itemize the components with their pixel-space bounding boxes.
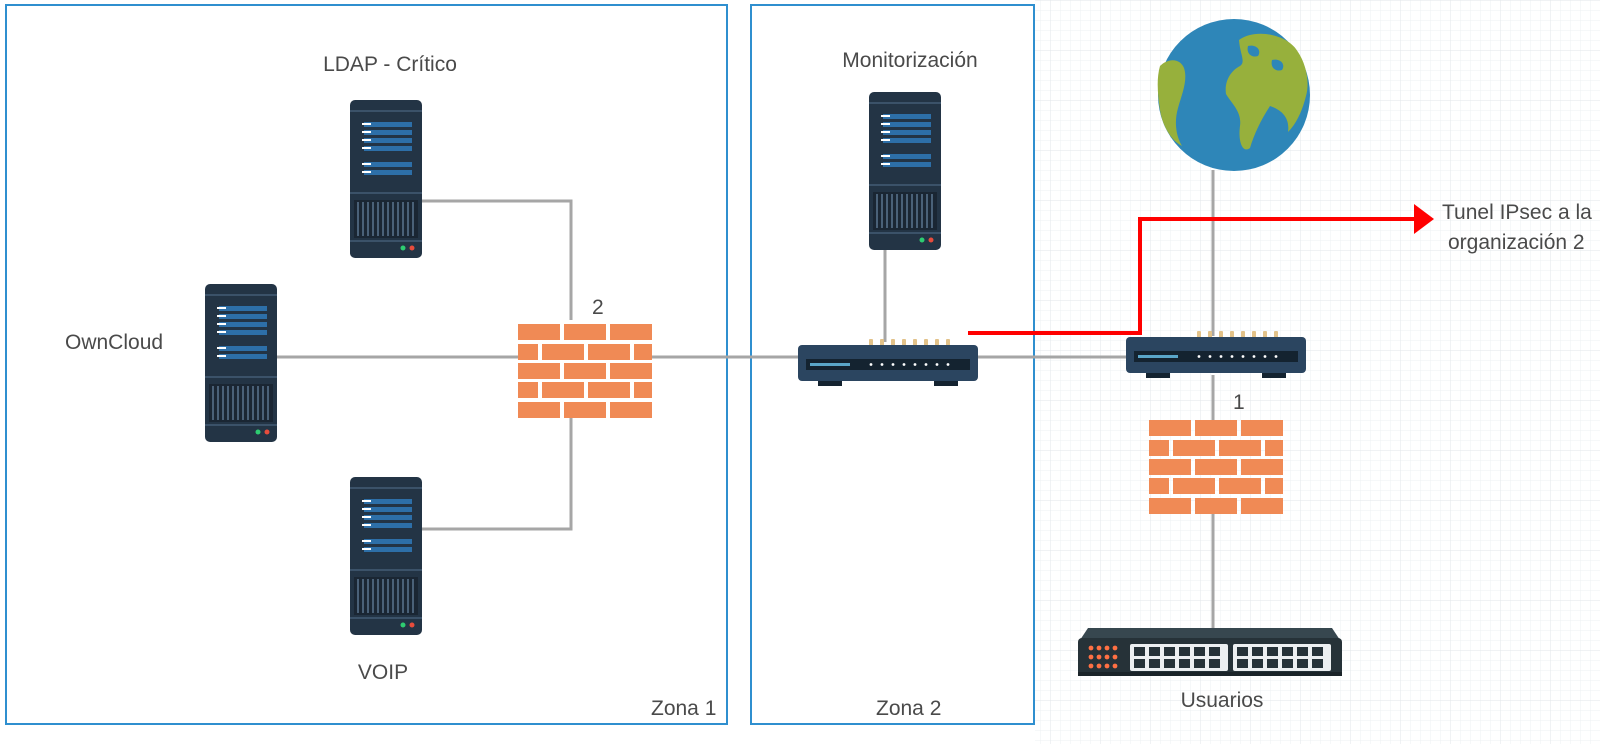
link-voip-firewall	[414, 410, 573, 531]
monitor-label: Monitorización	[842, 49, 978, 72]
tunnel-label-line2: organización 2	[1448, 231, 1585, 254]
firewall-icon-outer	[1149, 420, 1283, 514]
router-icon-zone2	[798, 339, 978, 386]
ldap-label: LDAP - Crítico	[323, 53, 457, 76]
firewall-outer-number: 1	[1233, 391, 1245, 414]
voip-label: VOIP	[357, 661, 409, 684]
zone-1-label: Zona 1	[651, 697, 717, 720]
server-icon-ldap	[349, 99, 423, 259]
server-icon-owncloud	[204, 283, 278, 443]
zone-2-label: Zona 2	[876, 697, 942, 720]
switch-icon	[1078, 628, 1342, 676]
globe-icon	[1157, 19, 1310, 171]
ipsec-tunnel-arrowhead	[1414, 204, 1434, 234]
owncloud-label: OwnCloud	[65, 331, 164, 354]
tunnel-label-line1: Tunel IPsec a la	[1442, 201, 1592, 224]
link-ldap-firewall	[414, 199, 573, 320]
server-icon-voip	[349, 476, 423, 636]
firewall-icon-inner	[518, 324, 652, 418]
router-icon-edge	[1126, 331, 1306, 378]
server-icon-monitor	[868, 91, 942, 251]
users-label: Usuarios	[1180, 689, 1264, 712]
firewall-inner-number: 2	[592, 296, 604, 319]
ipsec-tunnel-line	[968, 217, 1416, 335]
